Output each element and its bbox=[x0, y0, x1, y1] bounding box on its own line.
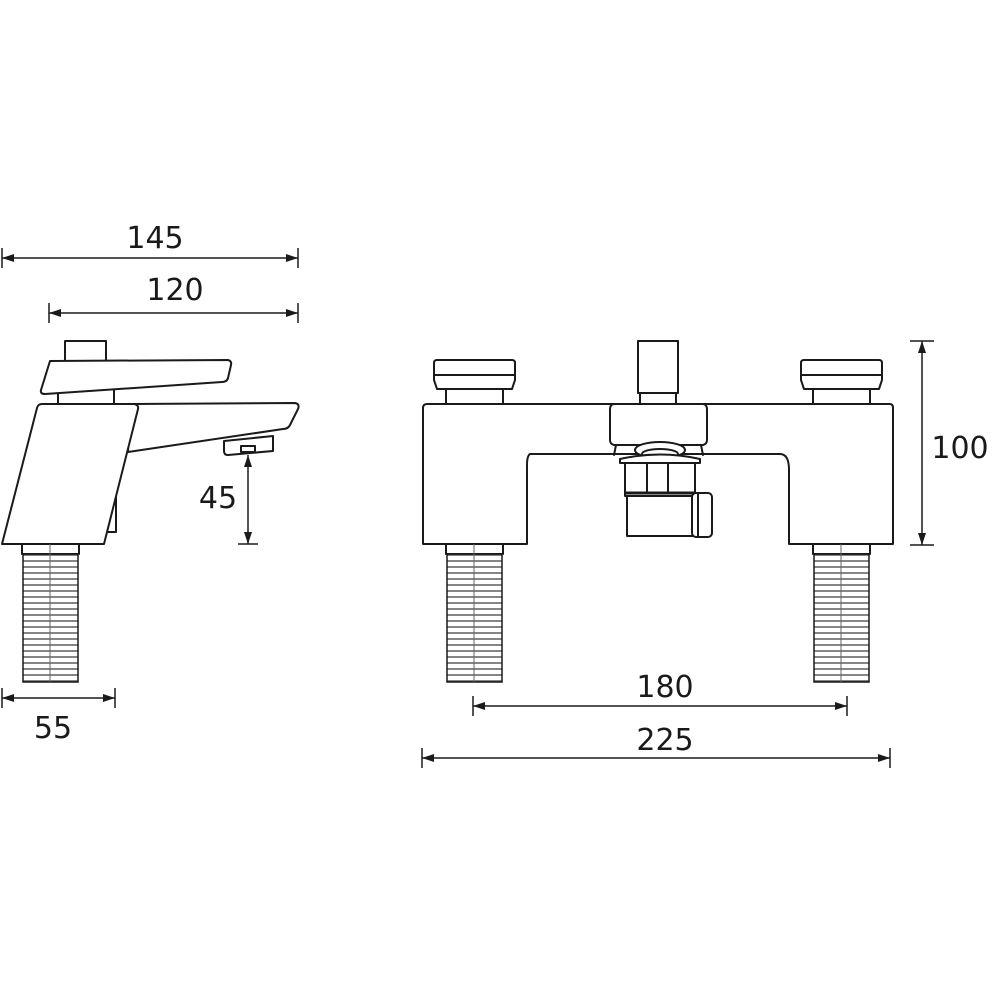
threaded-shank bbox=[21, 543, 80, 683]
dimension-45: 45 bbox=[199, 455, 258, 545]
right-handle bbox=[800, 359, 883, 405]
dimension-55: 55 bbox=[1, 688, 116, 746]
dimension-label-tap-centres: 180 bbox=[636, 670, 693, 705]
dimension-label-spout-height: 45 bbox=[199, 481, 237, 516]
left-handle bbox=[433, 359, 516, 405]
diverter-knob bbox=[64, 340, 107, 362]
dimension-100: 100 bbox=[910, 340, 989, 546]
dimension-label-overall-width: 225 bbox=[636, 723, 693, 758]
left-shank bbox=[445, 543, 504, 683]
tap-body bbox=[1, 403, 140, 545]
dimension-label-overall-depth: 145 bbox=[126, 221, 183, 256]
dimension-120: 120 bbox=[48, 273, 299, 323]
spout bbox=[127, 402, 300, 453]
front-view: 100 180 225 bbox=[421, 340, 989, 768]
diverter-knob-front bbox=[637, 340, 679, 394]
mixer-body bbox=[422, 403, 894, 545]
dimension-label-body-depth: 55 bbox=[34, 711, 72, 746]
shower-outlet bbox=[619, 441, 713, 538]
dimension-label-overall-height: 100 bbox=[931, 431, 988, 466]
dimension-225: 225 bbox=[421, 723, 891, 768]
lever-handle bbox=[39, 359, 233, 395]
dimension-180: 180 bbox=[472, 670, 848, 716]
right-shank bbox=[812, 543, 871, 683]
centre-collar bbox=[609, 403, 708, 446]
dimension-label-spout-reach: 120 bbox=[146, 273, 203, 308]
side-view: 145 120 bbox=[1, 221, 300, 746]
dimension-145: 145 bbox=[1, 221, 299, 268]
